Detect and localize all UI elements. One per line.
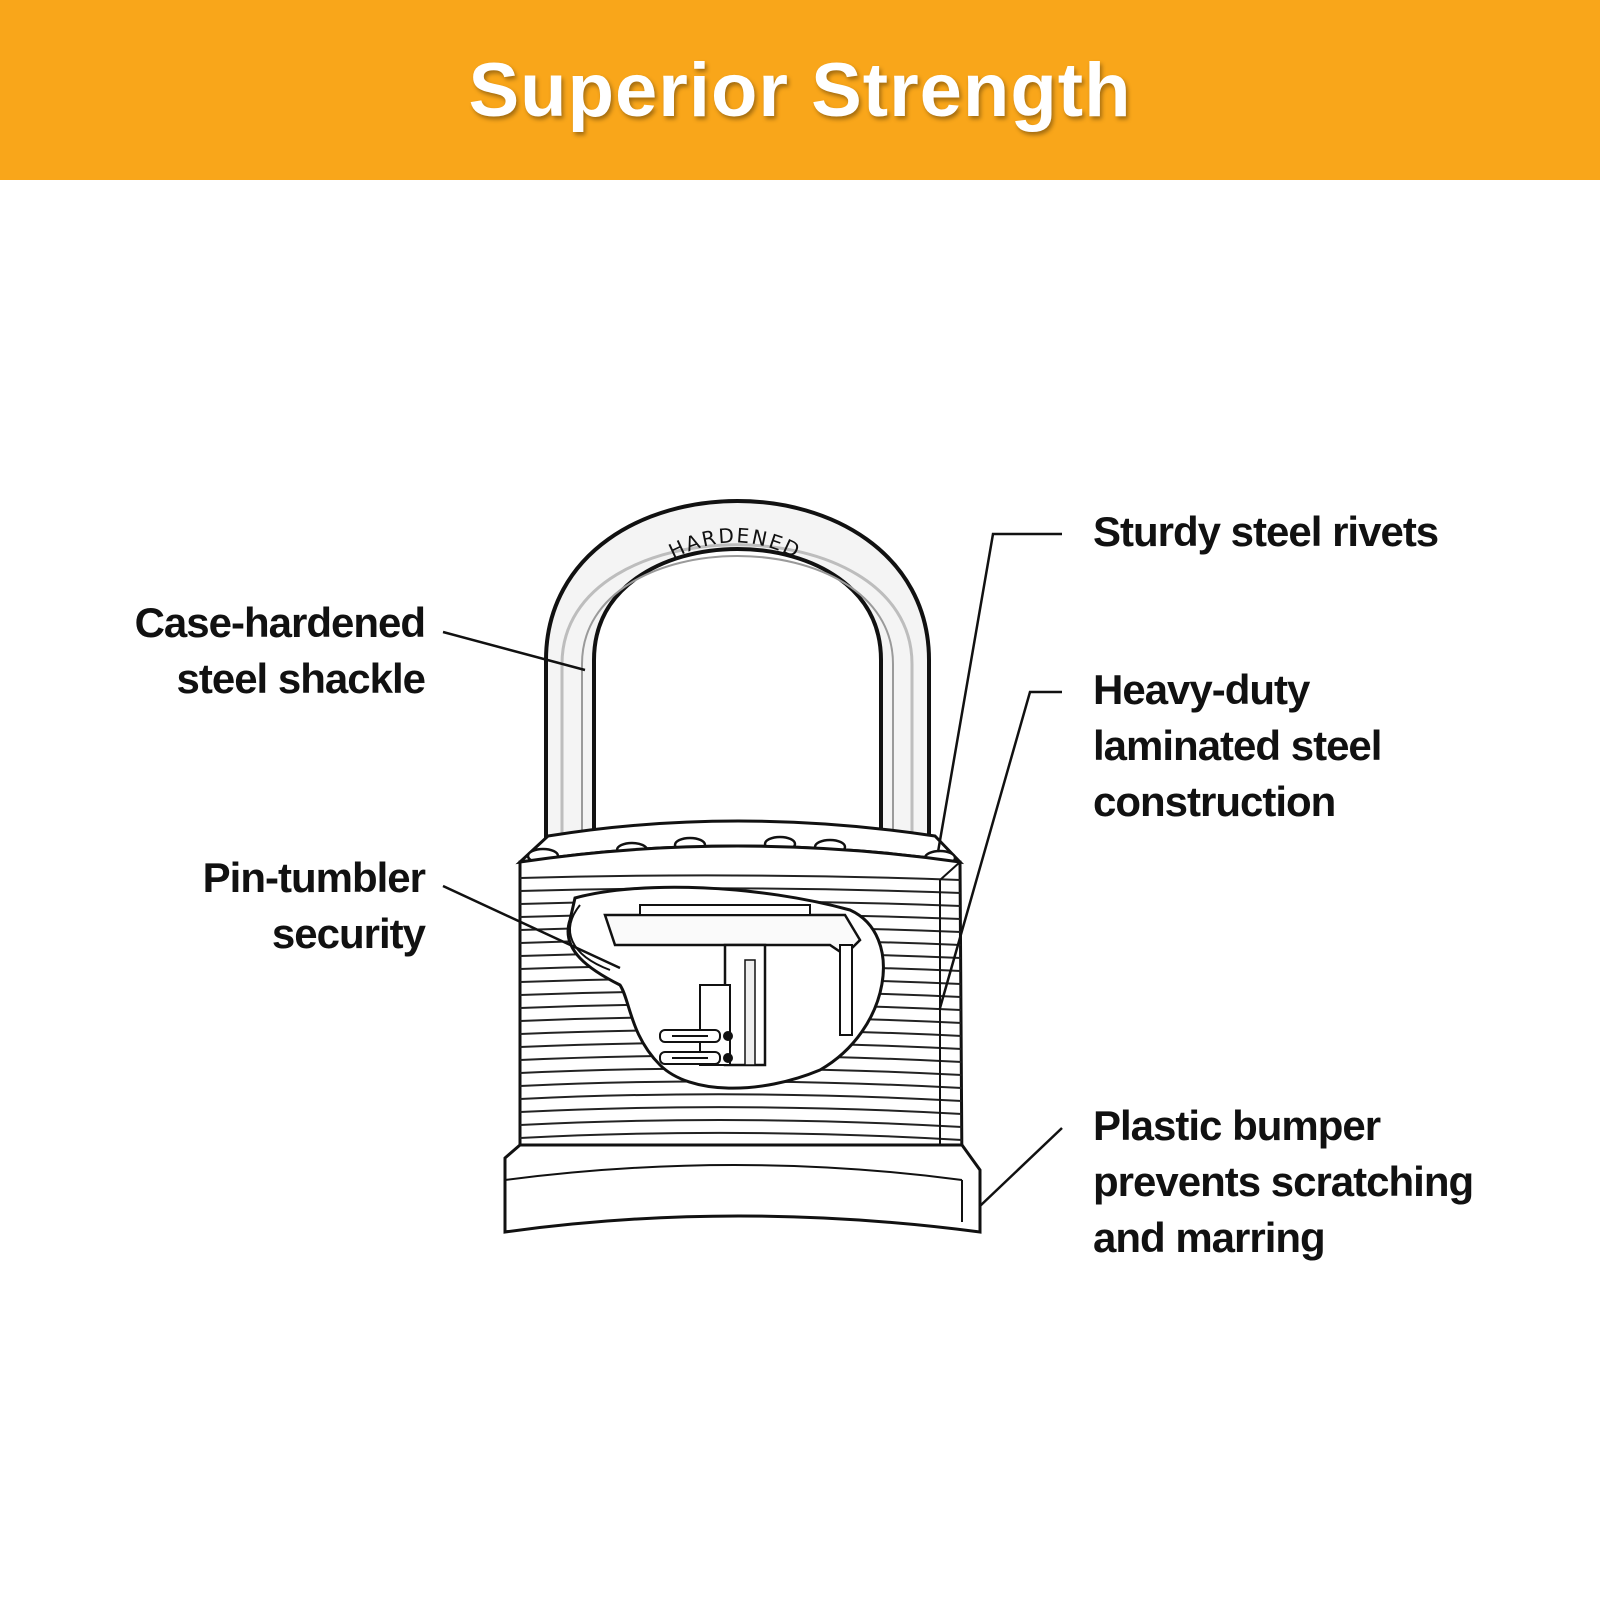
- pin-icon: [659, 1029, 733, 1065]
- page-title: Superior Strength: [468, 47, 1132, 133]
- callout-bumper: Plastic bumper prevents scratching and m…: [1093, 1098, 1474, 1266]
- callout-line: and marring: [1093, 1214, 1326, 1261]
- pin-tumbler-leader-line: [442, 884, 621, 970]
- lamination-line: [520, 1106, 962, 1115]
- plastic-bumper: [503, 1143, 982, 1234]
- callout-line: Heavy-duty: [1093, 666, 1310, 713]
- lamination-line: [520, 1118, 962, 1128]
- lamination-line: [520, 1093, 962, 1102]
- callout-line: Case-hardened: [134, 599, 426, 646]
- callout-line: laminated steel: [1093, 722, 1382, 769]
- callout-line: steel shackle: [176, 655, 426, 702]
- callout-line: Sturdy steel rivets: [1093, 508, 1439, 555]
- rivets-leader-line: [936, 532, 1062, 853]
- bumper-leader-line: [979, 1127, 1063, 1207]
- callout-laminated: Heavy-duty laminated steel construction: [1093, 662, 1382, 830]
- lamination-line: [520, 874, 962, 881]
- callout-line: Pin-tumbler: [202, 854, 426, 901]
- callout-pin-tumbler: Pin-tumbler security: [202, 850, 426, 962]
- callout-line: Plastic bumper: [1093, 1102, 1381, 1149]
- shackle-leader-line: [442, 630, 586, 672]
- callout-line: prevents scratching: [1093, 1158, 1474, 1205]
- callout-rivets: Sturdy steel rivets: [1093, 504, 1439, 560]
- lamination-line: [520, 1131, 962, 1141]
- header-banner: Superior Strength: [0, 0, 1600, 180]
- pin-tumbler-cutaway: [566, 885, 885, 1090]
- leader-lines: [442, 532, 1063, 1207]
- callout-shackle: Case-hardened steel shackle: [134, 595, 426, 707]
- lamination-line: [520, 887, 962, 894]
- laminated-leader-line: [938, 690, 1062, 1009]
- callout-line: security: [271, 910, 426, 957]
- callout-line: construction: [1093, 778, 1336, 825]
